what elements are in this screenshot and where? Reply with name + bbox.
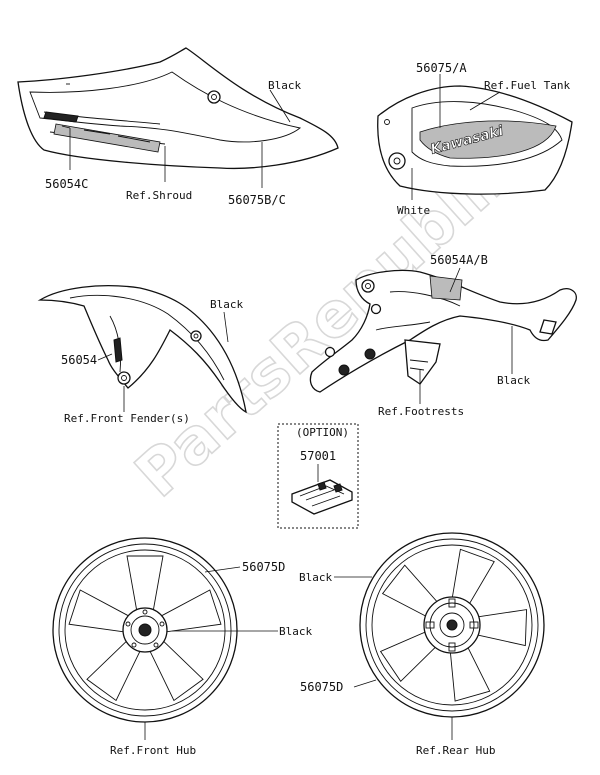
option-part-number-57001: 57001: [300, 449, 336, 463]
shroud-decal-illustration: [17, 47, 339, 170]
front-wheel-ref-label: Ref.Front Hub: [110, 744, 196, 757]
front-wheel-note-black: Black: [279, 625, 312, 638]
fender-note-black: Black: [210, 298, 243, 311]
front-wheel-leaders: [144, 566, 278, 740]
shroud-note-black: Black: [268, 79, 301, 92]
footrest-leaders: [419, 267, 513, 404]
rear-wheel-part-number-56075d: 56075D: [300, 680, 343, 694]
rear-wheel-illustration: [359, 532, 545, 718]
option-title: (OPTION): [296, 426, 349, 439]
fuel-tank-leaders: [411, 74, 501, 200]
footrest-note-black: Black: [497, 374, 530, 387]
front-fender-leaders: [97, 311, 229, 412]
shroud-leaders: [69, 89, 291, 188]
shroud-ref-label: Ref.Shroud: [126, 189, 192, 202]
footrest-ref-label: Ref.Footrests: [378, 405, 464, 418]
footrest-part-number-56054ab: 56054A/B: [430, 253, 488, 267]
front-wheel-illustration: [52, 537, 238, 723]
fuel-tank-part-number-56075a: 56075/A: [416, 61, 467, 75]
fuel-tank-decal-illustration: Kawasaki: [377, 85, 573, 195]
shroud-part-number-56075bc: 56075B/C: [228, 193, 286, 207]
option-box: [277, 423, 359, 529]
shroud-part-number-56054c: 56054C: [45, 177, 88, 191]
rear-wheel-note-black: Black: [299, 571, 332, 584]
rear-wheel-leaders: [334, 576, 453, 740]
front-wheel-part-number-56075d: 56075D: [242, 560, 285, 574]
fuel-tank-ref-label: Ref.Fuel Tank: [484, 79, 570, 92]
front-fender-decal-illustration: [37, 284, 247, 414]
footrest-decal-illustration: [309, 269, 577, 393]
fender-part-number-56054: 56054: [61, 353, 97, 367]
rear-wheel-ref-label: Ref.Rear Hub: [416, 744, 495, 757]
fender-ref-label: Ref.Front Fender(s): [64, 412, 190, 425]
fuel-tank-note-white: White: [397, 204, 430, 217]
